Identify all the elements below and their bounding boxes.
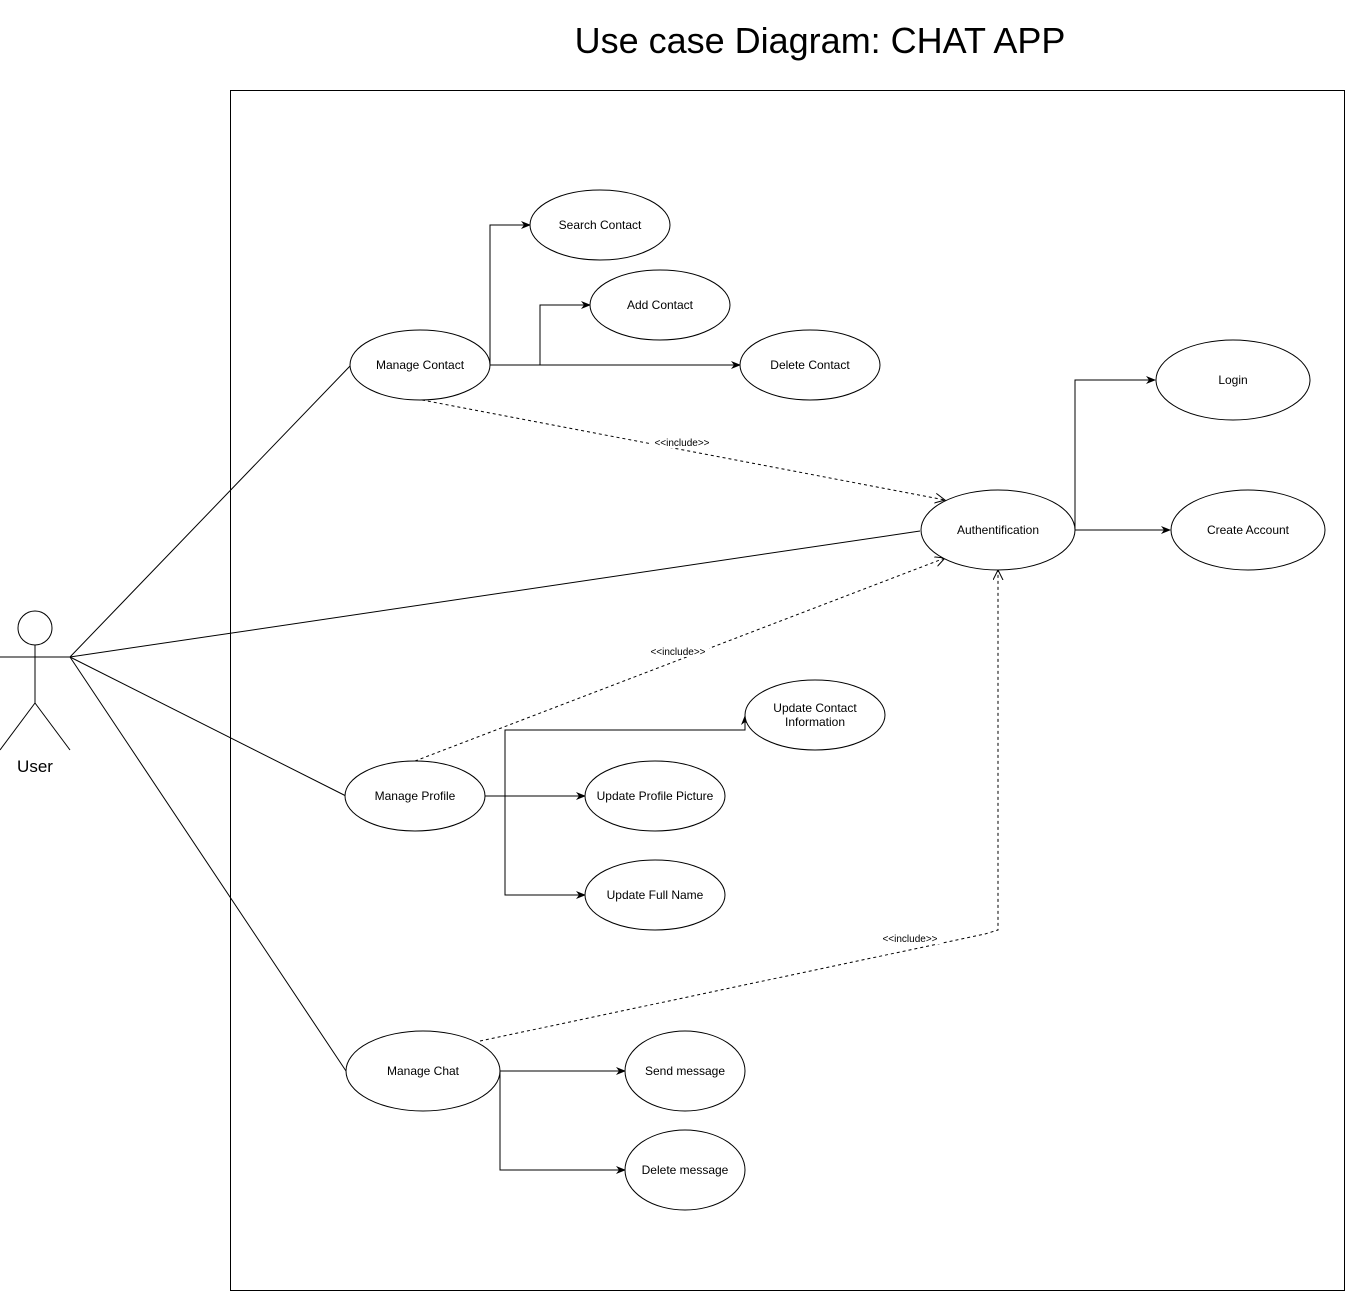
usecase-label: Create Account: [1207, 523, 1290, 537]
usecase-label: Send message: [645, 1064, 725, 1078]
usecase-label: Add Contact: [627, 298, 694, 312]
actor-head: [17, 610, 53, 646]
association-manage-chat: [69, 656, 347, 1072]
arrow-to-add-contact: [539, 301, 591, 365]
usecase-label: Login: [1218, 373, 1247, 387]
actor-user[interactable]: User: [0, 610, 71, 776]
usecase-update-full-name[interactable]: Update Full Name: [584, 859, 726, 931]
usecase-manage-chat[interactable]: Manage Chat: [345, 1030, 501, 1112]
usecase-label-line1: Update Contact: [773, 701, 857, 715]
usecase-label: Manage Chat: [387, 1064, 460, 1078]
usecase-label: Update Full Name: [607, 888, 704, 902]
arrow-to-delete-message: [499, 1071, 626, 1174]
actor-label: User: [17, 757, 53, 776]
include-label-bg-1: [651, 436, 713, 448]
arrow-to-update-full-name: [504, 796, 586, 899]
usecase-delete-message[interactable]: Delete message: [624, 1129, 746, 1211]
usecase-label: Manage Contact: [376, 358, 465, 372]
usecase-add-contact[interactable]: Add Contact: [589, 269, 731, 341]
include-manage-profile: [414, 558, 945, 762]
usecase-send-message[interactable]: Send message: [624, 1030, 746, 1112]
usecase-label-line2: Information: [785, 715, 845, 729]
association-manage-contact: [69, 364, 352, 658]
arrow-to-search-contact: [489, 221, 531, 365]
actor-leg-right: [34, 702, 71, 751]
include-label-manage-profile: <<include>>: [650, 647, 705, 658]
usecase-update-contact-information[interactable]: Update Contact Information: [744, 679, 886, 751]
include-label-bg-2: [647, 645, 709, 657]
usecase-label: Authentification: [957, 523, 1039, 537]
usecase-search-contact[interactable]: Search Contact: [529, 189, 671, 261]
usecase-label: Delete message: [642, 1163, 729, 1177]
actor-leg-left: [0, 702, 36, 751]
association-authentification: [69, 530, 921, 658]
usecase-label: Search Contact: [559, 218, 642, 232]
include-label-manage-contact: <<include>>: [654, 438, 709, 449]
diagram-title: Use case Diagram: CHAT APP: [575, 20, 1066, 61]
arrow-to-login: [1074, 376, 1156, 530]
usecase-label: Manage Profile: [375, 789, 456, 803]
include-label-bg-3: [879, 932, 941, 944]
usecase-update-profile-picture[interactable]: Update Profile Picture: [584, 760, 726, 832]
include-manage-chat: [479, 570, 998, 1042]
include-label-manage-chat: <<include>>: [882, 934, 937, 945]
usecase-authentification[interactable]: Authentification: [920, 489, 1076, 571]
include-manage-contact: [421, 399, 945, 500]
usecase-delete-contact[interactable]: Delete Contact: [739, 329, 881, 401]
usecase-create-account[interactable]: Create Account: [1170, 489, 1326, 571]
usecase-label: Update Profile Picture: [597, 789, 714, 803]
usecase-label: Delete Contact: [770, 358, 850, 372]
association-manage-profile: [69, 656, 347, 797]
usecase-login[interactable]: Login: [1155, 339, 1311, 421]
usecase-manage-contact[interactable]: Manage Contact: [349, 329, 491, 401]
usecase-manage-profile[interactable]: Manage Profile: [344, 760, 486, 832]
